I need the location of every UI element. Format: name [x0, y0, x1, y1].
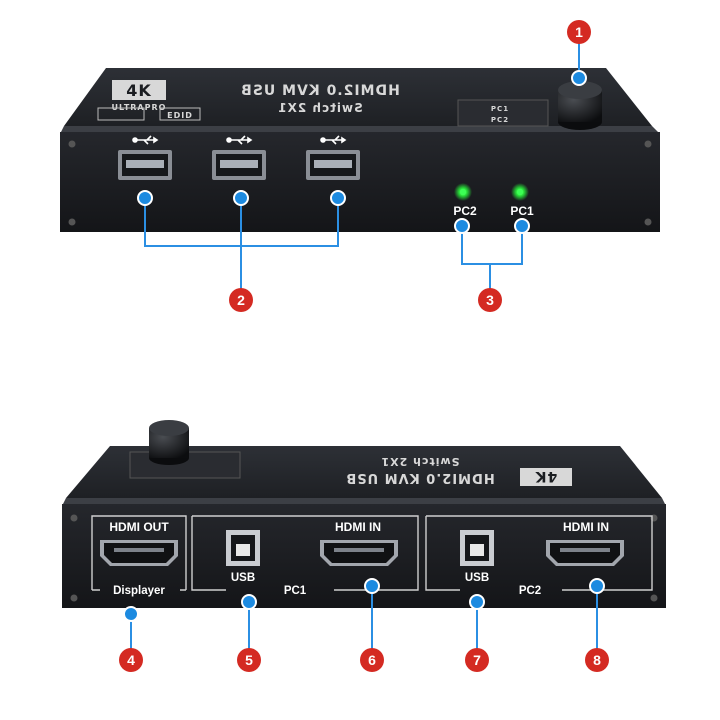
svg-text:8: 8 [593, 652, 601, 668]
pc2-group-label: PC2 [519, 585, 541, 597]
marker-dot [454, 218, 470, 234]
hdmi-out-port[interactable] [100, 540, 178, 566]
svg-text:4: 4 [127, 652, 135, 668]
marker-dot [233, 190, 249, 206]
callout-7: 7 [465, 648, 489, 672]
svg-text:7: 7 [473, 652, 481, 668]
marker-dot [330, 190, 346, 206]
window-label-pc1: PC1 [491, 105, 509, 113]
label-window [457, 99, 549, 127]
model-line-2: Switch 2X1 [277, 101, 362, 115]
selector-knob[interactable] [558, 81, 602, 130]
edid-label: EDID [167, 111, 193, 120]
usb-port-2[interactable] [212, 150, 266, 180]
screw-icon [650, 594, 658, 602]
pc1-hdmi-in-port[interactable] [320, 540, 398, 566]
screw-icon [70, 514, 78, 522]
marker-dot [123, 606, 139, 622]
callout-8: 8 [585, 648, 609, 672]
usb-icon [320, 135, 347, 145]
svg-text:5: 5 [245, 652, 253, 668]
selector-knob-back[interactable] [149, 420, 189, 465]
callouts: 1 2 3 4 5 6 7 8 [119, 20, 609, 672]
screw-icon [644, 218, 652, 226]
window-label-pc2: PC2 [491, 116, 509, 124]
pc1-hdmi-in-label: HDMI IN [335, 520, 381, 534]
svg-text:3: 3 [486, 292, 494, 308]
marker-dot [514, 218, 530, 234]
back-model-line-2: Switch 2X1 [380, 455, 459, 468]
device-front-face [60, 132, 660, 232]
brand-logo: 4K [126, 81, 152, 100]
hdmi-out-label: HDMI OUT [109, 520, 169, 534]
device-front-view: 4K ULTRAPRO HDMI2.0 KVM USB Switch 2X1 E… [60, 68, 660, 232]
led-label-pc2: PC2 [453, 204, 477, 218]
hdmi-out-frame [91, 515, 187, 590]
pc2-usb-label: USB [465, 572, 489, 584]
connector-lines-top [144, 40, 580, 290]
pc1-usb-label: USB [231, 572, 255, 584]
screw-icon [68, 140, 76, 148]
pc1-group-label: PC1 [284, 585, 307, 597]
svg-text:1: 1 [575, 24, 583, 40]
callout-6: 6 [360, 648, 384, 672]
pc1-usb-b-port[interactable] [226, 530, 260, 566]
screw-icon [644, 140, 652, 148]
marker-dot [469, 594, 485, 610]
top-branding: 4K ULTRAPRO HDMI2.0 KVM USB Switch 2X1 E… [97, 80, 549, 127]
marker-dot [137, 190, 153, 206]
pc2-usb-b-port[interactable] [460, 530, 494, 566]
screw-icon [68, 218, 76, 226]
callout-1: 1 [567, 20, 591, 44]
marker-dot [241, 594, 257, 610]
svg-text:6: 6 [368, 652, 376, 668]
usb-port-1[interactable] [118, 150, 172, 180]
pc2-hdmi-in-label: HDMI IN [563, 520, 609, 534]
usb-icon [226, 135, 253, 145]
back-model-line-1: HDMI2.0 KVM USB [345, 470, 494, 485]
led-label-pc1: PC1 [510, 204, 534, 218]
displayer-label: Displayer [113, 585, 165, 597]
pc2-hdmi-in-port[interactable] [546, 540, 624, 566]
screw-icon [70, 594, 78, 602]
callout-4: 4 [119, 648, 143, 672]
marker-dot [571, 70, 587, 86]
connector-lines-bottom [130, 588, 598, 652]
callout-2: 2 [229, 288, 253, 312]
back-brand-logo: 4K [535, 468, 558, 484]
device-back-view: HDMI2.0 KVM USB Switch 2X1 4K HDMI OUT D… [62, 420, 666, 608]
usb-icon [132, 135, 159, 145]
brand-logo-box [112, 80, 166, 100]
callout-5: 5 [237, 648, 261, 672]
usb-port-3[interactable] [306, 150, 360, 180]
model-line-1: HDMI2.0 KVM USB [240, 83, 400, 99]
marker-dot [589, 578, 605, 594]
svg-text:2: 2 [237, 292, 245, 308]
callout-3: 3 [478, 288, 502, 312]
marker-dot [364, 578, 380, 594]
pc2-frame [425, 515, 653, 591]
